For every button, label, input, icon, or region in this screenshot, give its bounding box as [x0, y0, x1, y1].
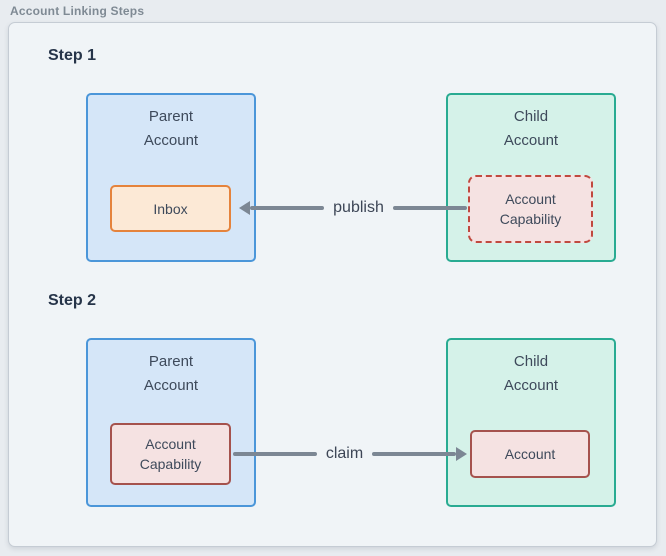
- step1-child-account-title: Child Account: [503, 108, 559, 149]
- arrowhead-left-icon: [239, 201, 250, 215]
- arrow-line: [392, 206, 468, 210]
- step2-heading: Step 2: [48, 292, 97, 309]
- arrow-line: [250, 206, 325, 210]
- step2-child-account-title: Child Account: [503, 353, 559, 394]
- step2-arrow-label: claim: [325, 445, 364, 462]
- step1-publish-arrow: publish: [239, 197, 468, 219]
- arrow-line: [233, 452, 317, 456]
- step1-arrow-label: publish: [333, 199, 384, 216]
- arrowhead-right-icon: [456, 447, 467, 461]
- step1-parent-account-node: Parent Account: [86, 93, 256, 262]
- step2-child-account-node: Child Account: [446, 338, 616, 507]
- step2-account-node: Account: [470, 430, 590, 478]
- step1-parent-account-title: Parent Account: [143, 108, 199, 149]
- step1-inbox-node: Inbox: [110, 185, 231, 232]
- step1-heading: Step 1: [48, 47, 97, 64]
- step1-account-capability-node: Account Capability: [468, 175, 593, 243]
- step2-account-capability-node: Account Capability: [110, 423, 231, 485]
- step2-parent-account-title: Parent Account: [143, 353, 199, 394]
- step2-claim-arrow: claim: [233, 443, 467, 465]
- diagram-title: Account Linking Steps: [10, 4, 145, 18]
- arrow-line: [372, 452, 456, 456]
